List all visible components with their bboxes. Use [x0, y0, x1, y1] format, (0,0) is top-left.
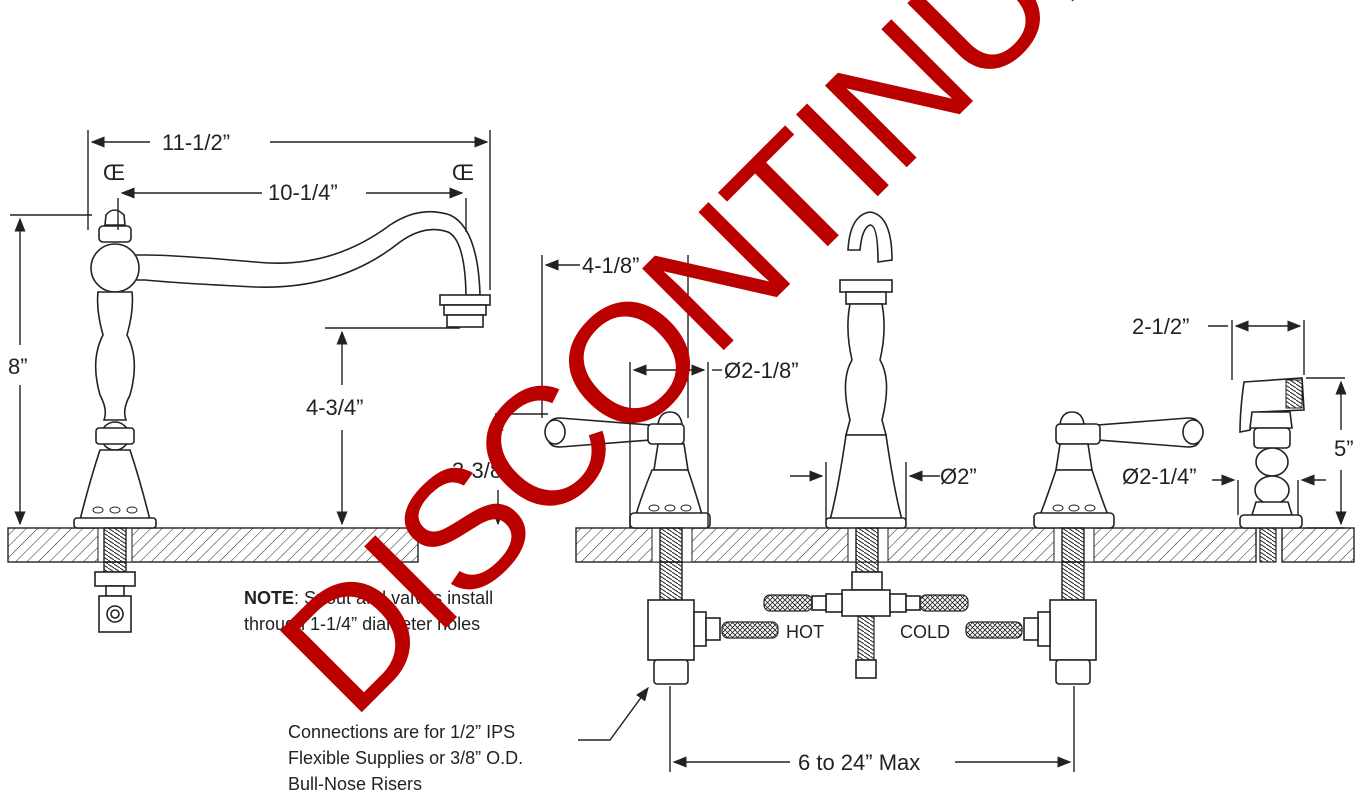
- dimension-lines-front: [492, 255, 1347, 772]
- handle-reach-dimension: 4-1/8”: [582, 253, 639, 278]
- center-spout: [763, 211, 969, 679]
- connections-note-line2: Flexible Supplies or 3/8” O.D.: [288, 748, 523, 768]
- hot-label: HOT: [786, 622, 824, 642]
- spout-center-dimension: 10-1/4”: [268, 180, 338, 205]
- valve-base-diameter-dimension: Ø2-1/8”: [724, 358, 799, 383]
- connections-note-line1: Connections are for 1/2” IPS: [288, 722, 515, 742]
- cold-label: COLD: [900, 622, 950, 642]
- install-note-line2: through 1-1/4” diameter holes: [244, 614, 480, 634]
- countertop-right: [575, 527, 1355, 563]
- centerline-mark-right: Œ: [452, 160, 474, 185]
- overall-height-dimension: 8”: [8, 354, 28, 379]
- sprayer-width-dimension: 2-1/2”: [1132, 314, 1189, 339]
- sprayer-height-dimension: 5”: [1334, 436, 1354, 461]
- left-valve-handle: [544, 411, 779, 685]
- side-sprayer: [1239, 377, 1305, 563]
- spout-clearance-dimension: 4-3/4”: [306, 395, 363, 420]
- faucet-side-view: [73, 209, 491, 633]
- spread-dimension: 6 to 24” Max: [798, 750, 920, 775]
- right-valve-handle: [965, 411, 1204, 685]
- sprayer-base-diameter-dimension: Ø2-1/4”: [1122, 464, 1197, 489]
- connections-note-line3: Bull-Nose Risers: [288, 774, 422, 794]
- dimension-lines-left: [10, 130, 491, 526]
- install-note-line1: NOTE: Spout and valves install: [244, 588, 493, 608]
- centerline-mark-left: Œ: [103, 160, 125, 185]
- note-line1-text: : Spout and valves install: [294, 588, 493, 608]
- handle-height-dimension: 3-3/8”: [452, 458, 509, 483]
- spout-base-diameter-dimension: Ø2”: [940, 464, 977, 489]
- note-heading: NOTE: [244, 588, 294, 608]
- spout-reach-dimension: 11-1/2”: [162, 130, 230, 155]
